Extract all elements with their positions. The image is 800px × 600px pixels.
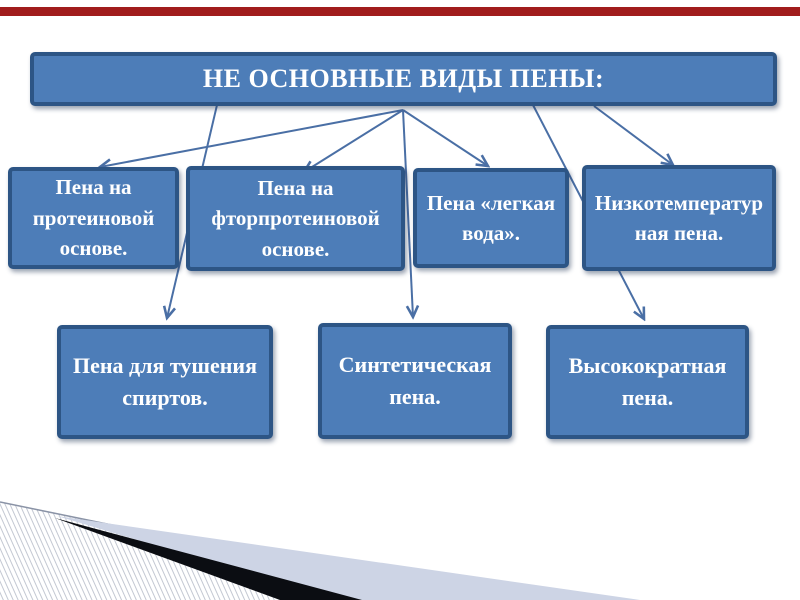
title-box: НЕ ОСНОВНЫЕ ВИДЫ ПЕНЫ: [30,52,777,106]
top-accent-bar [0,7,800,16]
ornament-lavender-stripe [57,516,640,600]
node-light-water-foam: Пена «легкая вода». [413,168,569,268]
arrow-title-to-fluoroprotein [304,109,404,172]
node-fluoroprotein-foam: Пена на фторпротеиновой основе. [186,166,405,271]
node-label: Пена на протеиновой основе. [32,175,155,261]
node-label: Низкотемператур ная пена. [594,190,764,245]
arrow-title-to-low-temp [593,105,673,165]
node-synthetic-foam: Синтетическая пена. [318,323,512,439]
node-protein-foam: Пена на протеиновой основе. [8,167,179,269]
ornament-black-stripe [55,518,362,600]
node-low-temperature-foam: Низкотемператур ная пена. [582,165,776,271]
arrow-title-to-protein [100,109,404,167]
node-label: Пена на фторпротеиновой основе. [211,175,380,261]
node-high-expansion-foam: Высокократная пена. [546,325,749,439]
corner-ornament [0,501,640,600]
node-label: Синтетическая пена. [338,352,492,409]
node-label: Высокократная пена. [568,353,727,410]
arrow-title-to-light-water [402,109,488,166]
arrow-title-to-synthetic [402,109,413,317]
node-alcohol-extinguishing-foam: Пена для тушения спиртов. [57,325,273,439]
node-label: Пена для тушения спиртов. [72,353,258,410]
node-label: Пена «легкая вода». [426,190,556,245]
title-text: НЕ ОСНОВНЫЕ ВИДЫ ПЕНЫ: [202,64,605,94]
